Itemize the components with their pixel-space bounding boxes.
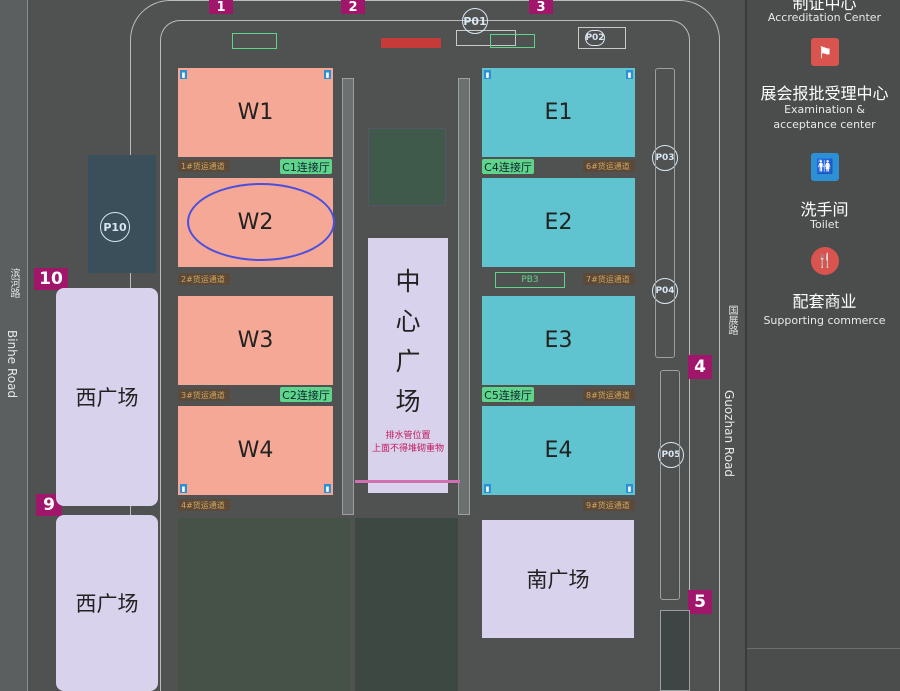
hall-e2-label: E2 <box>544 210 573 235</box>
commerce-icon: 🍴 <box>811 247 839 275</box>
hall-w4-label: W4 <box>237 438 274 463</box>
exam-center-icon: ⚑ <box>811 38 839 66</box>
legend-divider <box>747 648 900 649</box>
parking-b3-entrance[interactable]: PB3 <box>495 272 565 288</box>
toilet-icon: ▮ <box>626 70 633 79</box>
hall-w3-label: W3 <box>237 328 274 353</box>
toilet-icon: ▮ <box>180 484 187 493</box>
south-plaza[interactable]: 南广场 <box>482 520 634 638</box>
legend-commerce-en: Supporting commerce <box>763 314 886 327</box>
legend-panel: 制证中心 Accreditation Center ⚑ 展会报批受理中心 Exa… <box>745 0 900 691</box>
hall-w1[interactable]: W1 <box>178 68 333 157</box>
legend-accreditation-zh: 制证中心 <box>792 0 857 13</box>
west-plaza-1-label: 西广场 <box>75 386 139 410</box>
hall-w1-label: W1 <box>237 100 274 125</box>
hall-w4[interactable]: W4 <box>178 406 333 495</box>
legend-toilet-en: Toilet <box>810 218 839 231</box>
east-bottom-block <box>660 610 690 691</box>
east-parking-strip <box>655 68 675 358</box>
bottom-block-center <box>355 518 458 691</box>
gate-3[interactable]: 3 <box>529 0 553 15</box>
west-corridor <box>342 78 354 515</box>
top-parking-box <box>578 27 626 49</box>
connector-c1[interactable]: C1连接厅 <box>280 159 332 174</box>
legend-exam-zh: 展会报批受理中心 <box>760 84 889 103</box>
hall-e2[interactable]: E2 <box>482 178 635 267</box>
gate-9[interactable]: 9 <box>36 494 62 516</box>
parking-p01[interactable]: P01 <box>462 8 488 34</box>
cargo-channel-1: 1#货运通道 <box>178 160 230 172</box>
gate-4[interactable]: 4 <box>688 355 712 379</box>
gate-1[interactable]: 1 <box>209 0 233 15</box>
cargo-channel-9: 9#货运通道 <box>583 499 635 511</box>
hall-e1[interactable]: E1 <box>482 68 635 157</box>
legend-exam-en-1: Examination & <box>784 103 865 116</box>
hall-e3[interactable]: E3 <box>482 296 635 385</box>
gate-2[interactable]: 2 <box>341 0 365 15</box>
legend-commerce-zh: 配套商业 <box>792 292 857 311</box>
legend-toilet-zh: 洗手间 <box>800 200 849 219</box>
hall-e4[interactable]: E4 <box>482 406 635 495</box>
east-parking-strip-2 <box>660 370 680 600</box>
central-plaza-label: 中 心 广 场 <box>368 262 448 422</box>
parking-p10[interactable]: P10 <box>100 212 130 242</box>
south-plaza-label: 南广场 <box>526 568 590 592</box>
bottom-block-west <box>178 518 350 691</box>
cargo-channel-6: 6#货运通道 <box>583 160 635 172</box>
toilet-icon: ▮ <box>484 70 491 79</box>
west-plaza-1[interactable]: 西广场 <box>56 288 158 506</box>
top-facility-mid <box>456 30 516 46</box>
cargo-channel-3: 3#货运通道 <box>178 389 230 401</box>
central-plaza-char-3: 广 <box>395 347 421 376</box>
top-facility-left <box>232 33 277 49</box>
guozhan-road-zh: 国展路 <box>726 305 737 335</box>
cargo-channel-4: 4#货运通道 <box>178 499 230 511</box>
legend-accreditation-en: Accreditation Center <box>767 11 882 24</box>
guozhan-road-en: Guozhan Road <box>722 390 736 478</box>
binhe-road-en: Binhe Road <box>5 330 19 399</box>
central-plaza[interactable] <box>368 238 448 493</box>
toilet-icon: ▮ <box>324 70 331 79</box>
parking-p05[interactable]: P05 <box>658 442 684 468</box>
gate-10[interactable]: 10 <box>34 268 68 290</box>
central-plaza-char-1: 中 <box>395 267 421 296</box>
cargo-channel-7: 7#货运通道 <box>583 273 635 285</box>
cargo-channel-8: 8#货运通道 <box>583 389 635 401</box>
central-plaza-note: 排水管位置 上面不得堆砌重物 <box>368 430 448 456</box>
east-corridor <box>458 78 470 515</box>
top-barrier <box>381 38 441 48</box>
hall-w3[interactable]: W3 <box>178 296 333 385</box>
west-plaza-2-label: 西广场 <box>75 592 139 616</box>
connector-c4[interactable]: C4连接厅 <box>482 159 534 174</box>
legend-exam-en-2: acceptance center <box>773 118 876 131</box>
binhe-road-zh: 滨河路 <box>8 268 19 298</box>
gate-5[interactable]: 5 <box>688 590 712 614</box>
top-facility-right <box>490 34 535 48</box>
parking-p03[interactable]: P03 <box>652 145 678 171</box>
connector-c2[interactable]: C2连接厅 <box>280 387 332 402</box>
central-plaza-char-4: 场 <box>395 387 421 416</box>
parking-p04[interactable]: P04 <box>652 278 678 304</box>
hall-e3-label: E3 <box>544 328 573 353</box>
west-plaza-2[interactable]: 西广场 <box>56 515 158 691</box>
central-plaza-note-2: 上面不得堆砌重物 <box>371 444 444 454</box>
toilet-icon: ▮ <box>626 484 633 493</box>
toilet-icon: ▮ <box>180 70 187 79</box>
hall-e1-label: E1 <box>544 100 573 125</box>
drainage-line <box>355 480 460 483</box>
connector-c5[interactable]: C5连接厅 <box>482 387 534 402</box>
toilet-icon: 🚻 <box>811 153 839 181</box>
venue-map[interactable]: 滨河路 Binhe Road 国展路 Guozhan Road P10 P01 … <box>0 0 745 691</box>
toilet-icon: ▮ <box>484 484 491 493</box>
cargo-channel-2: 2#货运通道 <box>178 273 230 285</box>
w2-highlight-marker <box>187 183 335 261</box>
toilet-icon: ▮ <box>324 484 331 493</box>
central-plaza-note-1: 排水管位置 <box>385 431 431 441</box>
central-plaza-char-2: 心 <box>395 307 421 336</box>
binhe-road <box>0 0 28 691</box>
hall-e4-label: E4 <box>544 438 573 463</box>
central-building <box>368 128 446 206</box>
parking-p02[interactable]: P02 <box>585 30 605 46</box>
